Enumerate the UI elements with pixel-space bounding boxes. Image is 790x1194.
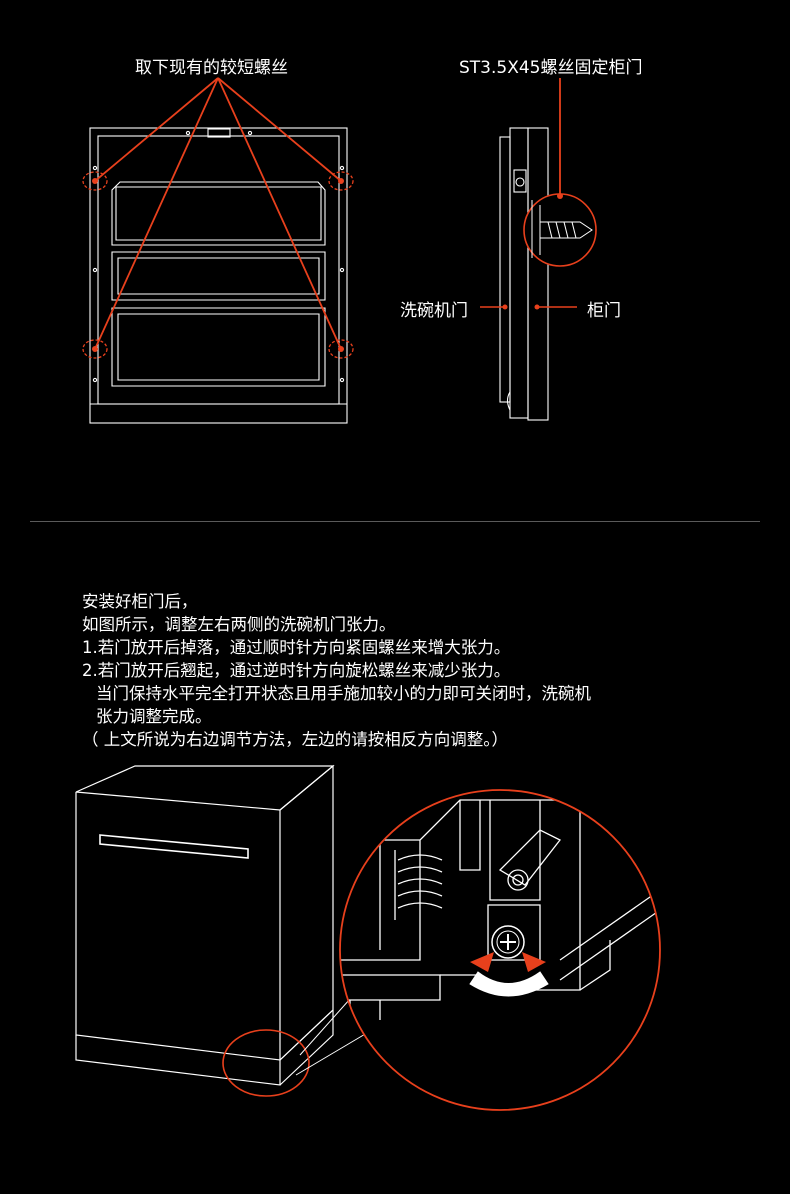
screw-markers bbox=[82, 171, 354, 359]
leader-dot-cabinet bbox=[534, 304, 540, 310]
instruction-line: 当门保持水平完全打开状态且用手施加较小的力即可关闭时，洗碗机 bbox=[96, 684, 591, 703]
door-panel-diagram bbox=[82, 77, 597, 424]
rotation-band bbox=[469, 971, 549, 997]
adjust-screw bbox=[491, 925, 525, 959]
screw-zoom-circle bbox=[523, 193, 597, 267]
zoom-circle-bg bbox=[340, 790, 660, 1110]
screw-callout-lines bbox=[94, 77, 342, 350]
label-remove-short-screws: 取下现有的较短螺丝 bbox=[135, 58, 288, 78]
instruction-line: 如图所示，调整左右两侧的洗碗机门张力。 bbox=[82, 615, 396, 634]
rotation-arrow-left bbox=[470, 952, 494, 972]
zoom-circle-border bbox=[339, 789, 661, 1111]
instructions-text: 安装好柜门后， 如图所示，调整左右两侧的洗碗机门张力。 1.若门放开后掉落，通过… bbox=[82, 590, 591, 751]
detail-connectors bbox=[295, 989, 373, 1076]
door-side-view bbox=[499, 127, 549, 421]
door-inner-panel bbox=[89, 127, 348, 424]
leader-dot-dishwasher bbox=[502, 304, 508, 310]
label-cabinet-door: 柜门 bbox=[587, 301, 621, 321]
label-fix-cabinet-door-screws: ST3.5X45螺丝固定柜门 bbox=[459, 58, 643, 78]
screw-dots bbox=[92, 178, 344, 352]
detail-indicator-circle bbox=[222, 1029, 310, 1097]
instruction-note: （ 上文所说为右边调节方法，左边的请按相反方向调整。） bbox=[82, 730, 508, 749]
section-divider bbox=[30, 521, 760, 522]
hinge-detail bbox=[340, 799, 660, 1020]
label-dishwasher-door: 洗碗机门 bbox=[400, 301, 468, 321]
screw-zoom bbox=[523, 193, 597, 267]
instruction-line: 张力调整完成。 bbox=[96, 707, 212, 726]
instruction-line: 1.若门放开后掉落，通过顺时针方向紧固螺丝来增大张力。 bbox=[82, 638, 511, 657]
rotation-arrow-right bbox=[522, 952, 546, 972]
instruction-line: 安装好柜门后， bbox=[82, 592, 198, 611]
dishwasher-body bbox=[75, 764, 335, 1086]
instruction-line: 2.若门放开后翘起，通过逆时针方向旋松螺丝来减少张力。 bbox=[82, 661, 511, 680]
